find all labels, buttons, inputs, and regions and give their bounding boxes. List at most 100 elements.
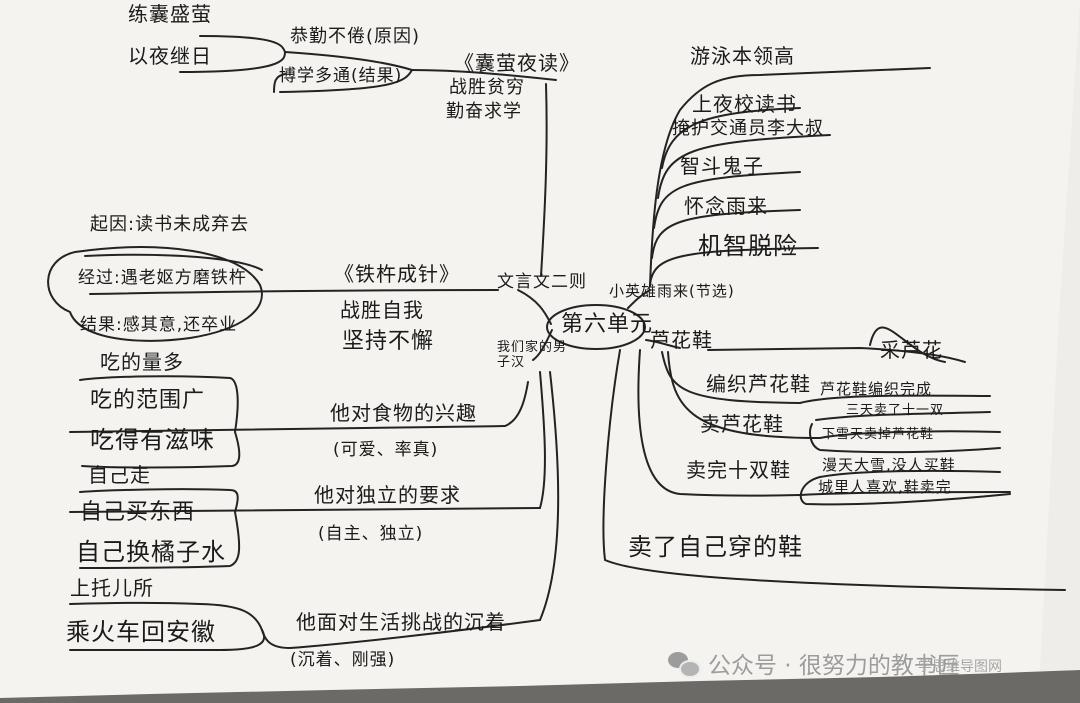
- watermark-site: 学思维导图网: [918, 659, 1002, 675]
- rain-line-4: [651, 209, 801, 259]
- center-node-outline: [546, 304, 646, 350]
- challenge-label: 他面对生活挑战的沉着: [296, 610, 506, 634]
- story1-theme2: 勤奋求学: [446, 101, 522, 122]
- rain-item-5: 怀念雨来: [684, 194, 768, 218]
- watermark: 公众号 · 很努力的教书匠: [668, 646, 960, 680]
- link-classical-story1: [540, 83, 548, 277]
- line-cause-item1: [199, 35, 286, 53]
- food-item-1: 吃的量多: [100, 350, 184, 374]
- rain-item-6: 机智脱险: [698, 232, 798, 260]
- line-story2: [89, 289, 499, 295]
- link-center-classical: [517, 289, 552, 325]
- line-independence: [69, 507, 541, 513]
- story2-item-1: 起因:读书未成弃去: [90, 214, 250, 235]
- shoes-detail-1: 芦花鞋编织完成: [820, 380, 933, 398]
- link-center-boy: [532, 329, 553, 361]
- mind-map-lines: [47, 35, 1066, 652]
- shoes-detail-4: 漫天大雪,没人买鞋: [822, 456, 956, 474]
- shoes-detail-2: 三天卖了十一双: [846, 403, 945, 418]
- paper-shade: [1040, 0, 1080, 671]
- rain-item-3: 掩护交通员李大叔: [672, 118, 824, 139]
- shoes-item-4: 卖了自己穿的鞋: [628, 533, 803, 561]
- story2-theme2: 坚持不懈: [342, 329, 435, 354]
- rain-item-2: 上夜校读书: [692, 92, 797, 116]
- shoes-line-3: [637, 349, 801, 497]
- independence-bottom-line: [79, 511, 241, 569]
- food-note: (可爱、率真): [333, 440, 439, 460]
- independence-top-line: [79, 488, 239, 513]
- rain-item-1: 游泳本领高: [690, 44, 795, 68]
- link-boy-challenge: [539, 371, 560, 621]
- line-cause: [284, 51, 413, 71]
- wechat-icon: [668, 650, 701, 678]
- story1-title: 《囊萤夜读》: [454, 51, 580, 75]
- challenge-item-1: 上托儿所: [70, 576, 154, 600]
- shoes-line-2: [667, 351, 821, 439]
- shoes-branch-label: 芦花鞋: [650, 328, 713, 352]
- shoes-detail-5: 城里人喜欢,鞋卖完: [818, 478, 952, 496]
- story1-cause: 恭勤不倦(原因): [290, 26, 421, 47]
- independence-note: (自主、独立): [318, 524, 424, 544]
- detail-4-line: [819, 469, 1001, 478]
- boy-branch-label: 我们家的男子汉: [497, 340, 568, 370]
- rain-line-2: [657, 134, 831, 199]
- line-food: [69, 425, 506, 433]
- challenge-bottom-line: [69, 629, 265, 652]
- independence-label: 他对独立的要求: [314, 483, 461, 507]
- food-bottom-line: [81, 431, 241, 469]
- story1-theme1: 战胜贫穷: [449, 77, 525, 98]
- detail-1-line: [799, 394, 991, 404]
- story2-items-loop: [47, 246, 263, 342]
- rain-line-5: [649, 247, 819, 285]
- food-top-line: [79, 375, 239, 433]
- gather-line: [869, 326, 946, 363]
- independence-item-2: 自己买东西: [80, 500, 196, 525]
- rain-branch-label: 小英雄雨来(节选): [609, 282, 735, 300]
- independence-item-1: 自己走: [88, 463, 151, 487]
- line-cause-item2: [179, 51, 286, 73]
- result-bracket: [273, 73, 286, 93]
- challenge-top-line: [69, 601, 263, 631]
- detail-2-line: [815, 411, 991, 421]
- line-story1-title: [411, 69, 557, 81]
- shoes-item-2: 卖芦花鞋: [700, 412, 784, 436]
- shoes-main-line: [707, 347, 966, 363]
- shoes-line-4: [602, 349, 1066, 591]
- food-item-2: 吃的范围广: [90, 388, 206, 413]
- story1-cause-item-2: 以夜继日: [128, 44, 212, 68]
- link-center-shoes: [645, 339, 681, 349]
- shoes-item-3: 卖完十双鞋: [686, 458, 791, 482]
- detail-3-line: [819, 430, 1001, 439]
- challenge-item-2: 乘火车回安徽: [66, 618, 216, 646]
- shoes-line-1: [661, 351, 801, 404]
- story2-item-2: 经过:遇老妪方磨铁杵: [78, 268, 247, 288]
- link-center-rain: [627, 289, 651, 309]
- challenge-note: (沉着、刚强): [290, 650, 396, 670]
- detail-bracket-top: [809, 423, 1001, 454]
- link-boy-independence: [539, 371, 546, 509]
- independence-item-3: 自己换橘子水: [76, 538, 226, 566]
- link-boy-food: [504, 381, 529, 427]
- center-node: 第六单元: [561, 312, 654, 337]
- story2-theme1: 战胜自我: [340, 298, 424, 322]
- line-challenge: [261, 619, 541, 649]
- rain-line-3: [653, 171, 801, 229]
- story2-item1-line: [84, 253, 263, 271]
- food-item-3: 吃得有滋味: [90, 426, 215, 454]
- rain-main-stem: [649, 67, 931, 287]
- detail-bracket-bottom: [799, 476, 1011, 506]
- food-label: 他对食物的兴趣: [330, 401, 477, 425]
- story1-cause-item-1: 练囊盛萤: [128, 2, 212, 26]
- shoes-gather: 采芦花: [880, 338, 943, 362]
- story2-item-3: 结果:感其意,还卒业: [80, 315, 238, 335]
- rain-line-1: [661, 107, 801, 169]
- watermark-account: 公众号 · 很努力的教书匠: [708, 653, 960, 679]
- shoes-detail-3: 下雪天卖掉芦花鞋: [822, 427, 935, 442]
- detail-5-line: [799, 491, 1011, 496]
- story2-title: 《铁杵成针》: [334, 262, 460, 286]
- shoes-item-1: 编织芦花鞋: [706, 372, 811, 396]
- line-result: [279, 69, 413, 93]
- story1-result: 博学多通(结果): [279, 66, 403, 86]
